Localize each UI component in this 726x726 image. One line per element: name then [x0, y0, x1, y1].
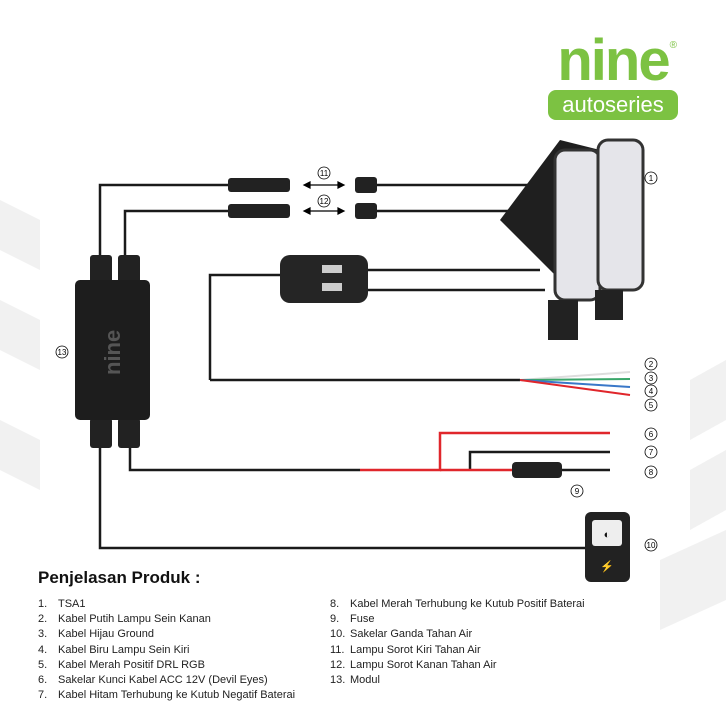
connect-arrows-icon — [302, 181, 346, 215]
svg-text:6: 6 — [649, 430, 654, 439]
svg-text:7: 7 — [649, 448, 654, 457]
svg-text:1: 1 — [649, 174, 654, 183]
legend-item: 2.Kabel Putih Lampu Sein Kanan — [38, 613, 211, 626]
module-label: nine — [100, 330, 125, 375]
callout-numbers: 1 2 3 4 5 6 7 8 9 10 11 12 13 — [58, 169, 656, 550]
legend-item: 11.Lampu Sorot Kiri Tahan Air — [330, 643, 481, 656]
svg-text:◐: ◐ — [604, 529, 611, 541]
legend-column-right: 8.Kabel Merah Terhubung ke Kutub Positif… — [330, 598, 585, 689]
svg-text:⚡: ⚡ — [600, 560, 614, 573]
legend-item: 3.Kabel Hijau Ground — [38, 628, 155, 641]
connectors — [90, 177, 377, 448]
svg-text:5: 5 — [649, 401, 654, 410]
legend-item: 4.Kabel Biru Lampu Sein Kiri — [38, 643, 190, 656]
svg-text:10: 10 — [647, 541, 656, 550]
svg-text:4: 4 — [649, 387, 654, 396]
background-pattern — [0, 200, 726, 630]
svg-text:13: 13 — [58, 348, 67, 357]
legend-column-left: 1.TSA1 2.Kabel Putih Lampu Sein Kanan 3.… — [38, 598, 295, 704]
legend-item: 7.Kabel Hitam Terhubung ke Kutub Negatif… — [38, 689, 296, 702]
svg-text:12: 12 — [320, 197, 329, 206]
dual-switch: ◐ ⚡ — [585, 512, 630, 582]
legend-item: 12.Lampu Sorot Kanan Tahan Air — [330, 658, 497, 671]
fuse — [512, 462, 562, 478]
legend-item: 1.TSA1 — [38, 598, 86, 610]
svg-text:2: 2 — [649, 360, 654, 369]
callouts — [55, 166, 658, 552]
legend-item: 13.Modul — [330, 673, 380, 686]
svg-text:8: 8 — [649, 468, 654, 477]
headlights — [500, 138, 645, 340]
legend-title: Penjelasan Produk : — [38, 568, 201, 587]
svg-text:3: 3 — [649, 374, 654, 383]
controller — [280, 255, 368, 303]
svg-text:9: 9 — [575, 487, 580, 496]
legend-item: 9.Fuse — [330, 613, 375, 626]
svg-text:11: 11 — [320, 169, 329, 178]
module-box — [75, 280, 150, 420]
brand-logo: nine ® autoseries — [543, 32, 683, 120]
legend-item: 6.Sakelar Kunci Kabel ACC 12V (Devil Eye… — [38, 673, 268, 686]
legend-item: 5.Kabel Merah Positif DRL RGB — [38, 658, 205, 671]
legend-item: 10.Sakelar Ganda Tahan Air — [330, 628, 473, 641]
legend-item: 8.Kabel Merah Terhubung ke Kutub Positif… — [330, 598, 585, 610]
